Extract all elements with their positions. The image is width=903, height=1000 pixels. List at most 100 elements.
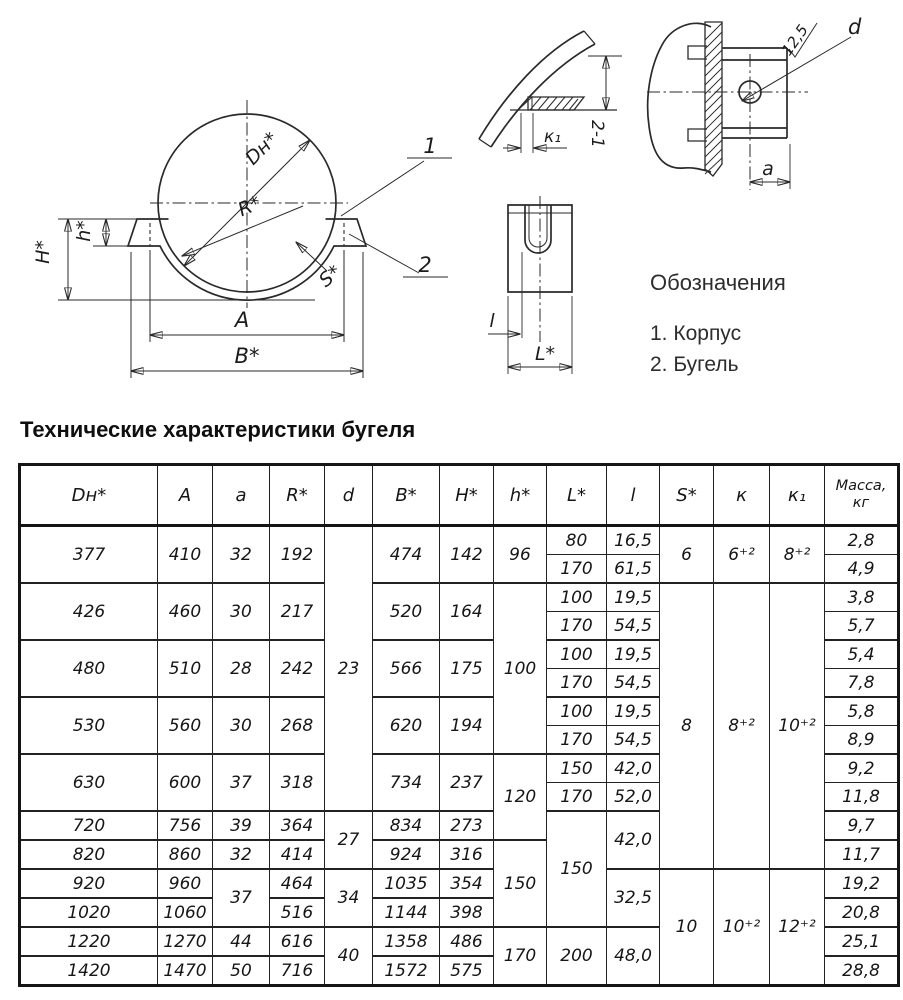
cell: 1358	[372, 926, 440, 957]
cell: 316	[439, 839, 494, 870]
cell: 9,7	[824, 810, 899, 841]
lug-detail-view: d 12,5 a	[646, 15, 862, 190]
lower-hook	[687, 128, 707, 142]
gap-label: 2-1	[587, 120, 607, 148]
callout-2-leader	[348, 233, 420, 274]
cell: 25,1	[824, 926, 899, 957]
cell: 170	[493, 926, 547, 986]
cell: 560	[157, 696, 213, 755]
cell: 354	[439, 868, 494, 899]
cell: 1470	[157, 955, 213, 986]
th-massa: Масса, кг	[824, 464, 899, 527]
cell: 6	[659, 524, 714, 584]
cell: 1144	[372, 897, 440, 928]
cell: 44	[212, 926, 270, 957]
main-view: Dн* R* S* H* h* A B* 1 2	[32, 100, 452, 378]
cell: 242	[269, 639, 325, 698]
th-A: A	[157, 464, 213, 527]
cell: 5,4	[824, 639, 899, 669]
lstar-label: L*	[535, 343, 555, 365]
cell: 39	[212, 810, 270, 841]
th-L: L*	[546, 464, 607, 527]
table-row: 170 54,5 5,7	[20, 611, 899, 641]
body-freeform-outline	[646, 22, 712, 173]
slot-view: l L*	[488, 196, 573, 374]
cell: 150	[493, 839, 547, 928]
cell: 19,2	[824, 868, 899, 899]
cell: 6⁺²	[713, 524, 770, 584]
cell: 486	[439, 926, 494, 957]
legend-title: Обозначения	[650, 270, 786, 295]
shell-inner-curve	[490, 43, 596, 148]
table-row: 170 54,5 7,8	[20, 668, 899, 698]
th-H: H*	[439, 464, 494, 527]
k1-label: к₁	[544, 127, 561, 147]
cell: 32	[212, 524, 270, 584]
cell: 716	[269, 955, 325, 986]
table-row: 1420 1470 50 716 1572 575 28,8	[19, 955, 899, 986]
cell: 5,7	[824, 611, 899, 641]
cell: 32,5	[606, 868, 660, 928]
th-h: h*	[493, 464, 547, 527]
table-row: 377 410 32 192 23 474 142 96 80 16,5 6 6…	[19, 524, 899, 812]
slot-outer-contour	[524, 205, 552, 254]
cell: 516	[269, 897, 325, 928]
cell: 100	[546, 639, 607, 669]
th-R: R*	[269, 464, 325, 527]
width-a-label: A	[233, 308, 249, 332]
cell: 11,7	[824, 839, 899, 870]
cell: 19,5	[606, 639, 660, 669]
cell: 474	[372, 524, 440, 584]
cell: 410	[157, 524, 213, 584]
cell: 61,5	[606, 554, 660, 584]
legend: Обозначения 1. Корпус 2. Бугель	[650, 270, 786, 380]
cell: 620	[372, 696, 440, 755]
cell: 398	[439, 897, 494, 928]
cell: 20,8	[824, 897, 899, 928]
table-row: 920 960 37 464 34 1035 354 32,5 10 10⁺² …	[19, 868, 899, 986]
cell: 37	[212, 753, 270, 812]
cell: 54,5	[606, 611, 660, 641]
cell: 566	[372, 639, 440, 698]
cell: 16,5	[606, 524, 660, 555]
legend-items: 1. Корпус 2. Бугель	[650, 318, 786, 380]
cell: 3,8	[824, 582, 899, 612]
th-massa-line2: кг	[852, 495, 870, 511]
cell: 42,0	[606, 753, 660, 783]
a-label: a	[762, 158, 774, 180]
cell: 426	[19, 582, 158, 641]
cell: 7,8	[824, 668, 899, 698]
upper-hook	[687, 45, 707, 60]
cell: 960	[157, 868, 213, 899]
cell: 96	[493, 524, 547, 584]
radius-label: R*	[235, 192, 265, 221]
cell: 194	[439, 696, 494, 755]
cell: 19,5	[606, 582, 660, 612]
slot-inner-contour	[528, 205, 548, 248]
cell: 530	[19, 696, 158, 755]
th-massa-line1: Масса,	[835, 478, 887, 494]
cell: 34	[324, 868, 373, 928]
cell: 100	[546, 582, 607, 612]
cell: 510	[157, 639, 213, 698]
width-b-label: B*	[235, 344, 260, 368]
strap-hatching	[704, 22, 723, 175]
th-k: к	[713, 464, 770, 527]
cell: 377	[19, 524, 158, 584]
table-row: 170 61,5 4,9	[20, 554, 899, 584]
th-B: B*	[372, 464, 440, 527]
legend-item-body: 1. Корпус	[650, 322, 742, 345]
cell: 150	[546, 753, 607, 783]
cell: 170	[546, 782, 607, 812]
cell: 1020	[19, 897, 158, 928]
cell: 273	[439, 810, 494, 841]
cell: 268	[269, 696, 325, 755]
cell: 23	[324, 524, 373, 812]
cell: 5,8	[824, 696, 899, 726]
roughness-mark	[788, 22, 818, 58]
th-k1: к₁	[769, 464, 825, 527]
cell: 8	[659, 582, 714, 870]
cell: 170	[546, 554, 607, 584]
cell: 237	[439, 753, 494, 812]
cell: 464	[269, 868, 325, 899]
